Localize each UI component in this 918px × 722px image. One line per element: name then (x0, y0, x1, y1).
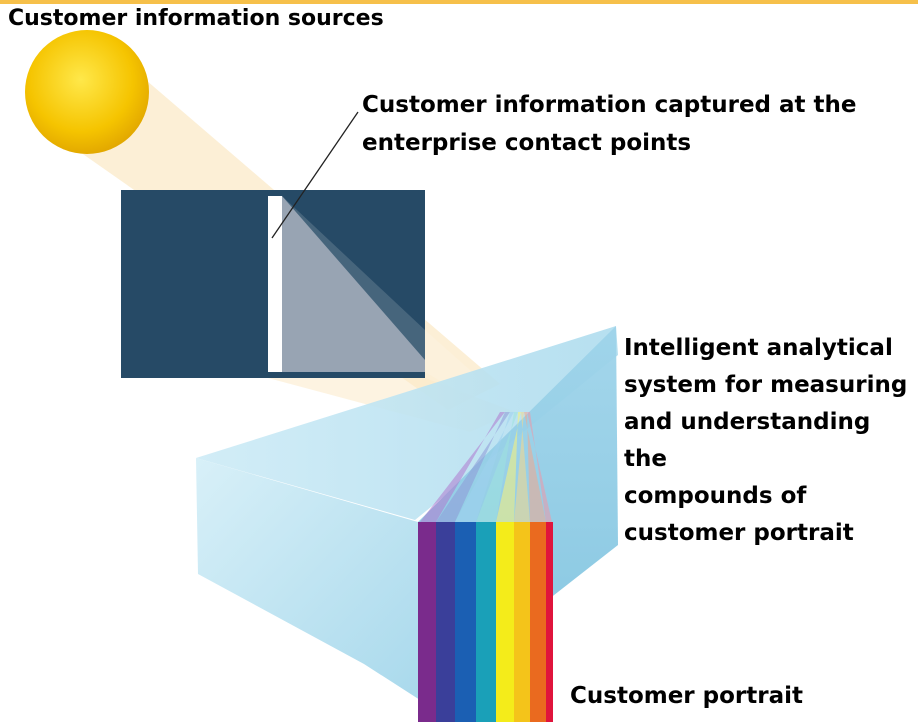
light-beam-through (282, 196, 512, 416)
system-label-line1: Intelligent analytical (624, 335, 893, 361)
portrait-label: Customer portrait (570, 678, 803, 714)
spectrum-bar-yellow (496, 522, 514, 722)
sources-label: Customer information sources (8, 3, 384, 35)
system-label-line3: and understanding the (624, 409, 871, 472)
capture-leader-line (271, 111, 359, 239)
spectrum-bar-red (546, 522, 553, 722)
top-accent-border (0, 0, 918, 4)
spectrum-bars (418, 522, 553, 722)
capture-label-line2: enterprise contact points (362, 130, 692, 156)
prism-front-face (196, 458, 420, 700)
panel-light-passage (282, 196, 425, 372)
sources-label-text: Customer information sources (8, 6, 384, 31)
sun-icon (25, 30, 149, 154)
prism-top-face (196, 326, 618, 520)
spectrum-bar-cyan (476, 522, 496, 722)
capture-label-line1: Customer information captured at the (362, 92, 857, 118)
spectrum-bar-gold (514, 522, 530, 722)
system-label-line5: customer portrait (624, 520, 854, 546)
spectrum-bar-orange (530, 522, 546, 722)
system-label-line4: compounds of (624, 483, 807, 509)
system-label-line2: system for measuring (624, 372, 908, 398)
panel-slit (268, 196, 282, 372)
portrait-label-text: Customer portrait (570, 683, 803, 709)
capture-label: Customer information captured at the ent… (362, 86, 857, 162)
spectrum-bar-blue (455, 522, 476, 722)
spectrum-bar-indigo (436, 522, 455, 722)
spectrum-fan (420, 412, 552, 522)
spectrum-bar-violet (418, 522, 436, 722)
system-label: Intelligent analytical system for measur… (624, 330, 918, 552)
